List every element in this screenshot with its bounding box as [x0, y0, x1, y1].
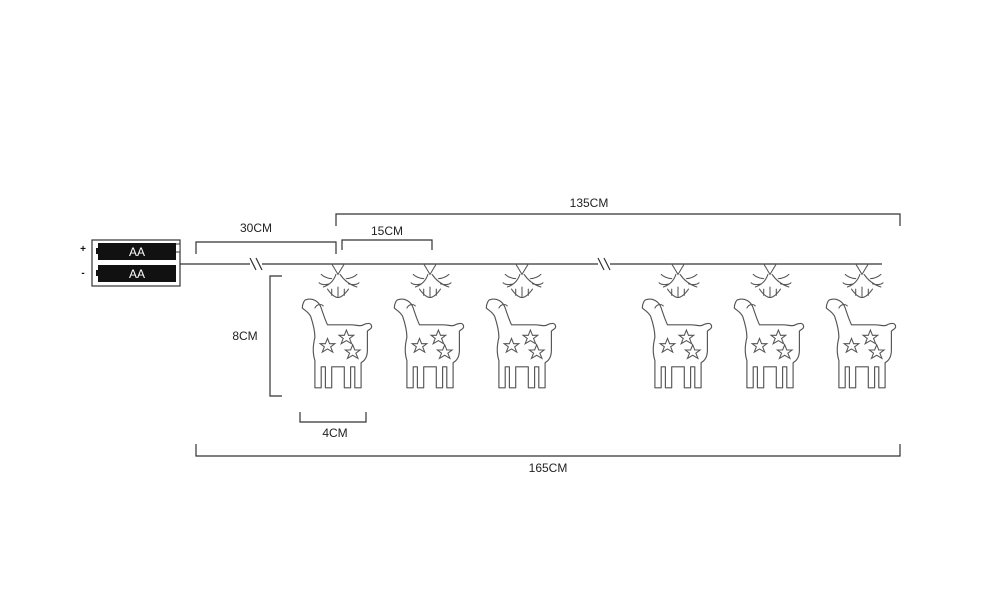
dimension-4cm: 4CM: [299, 412, 367, 440]
battery-cell-bottom-label: AA: [129, 267, 145, 281]
reindeer-ornament: [825, 263, 897, 389]
battery-cell-top: AA: [96, 243, 176, 260]
dimension-8cm-label: 8CM: [232, 329, 257, 343]
reindeer-ornament: [301, 263, 373, 389]
reindeer-ornament: [485, 263, 557, 389]
dimension-15cm-label: 15CM: [371, 224, 403, 238]
dimension-15cm: 15CM: [341, 224, 433, 250]
dimension-165cm: 165CM: [195, 444, 901, 475]
wire: [180, 257, 882, 271]
reindeer-ornament: [641, 263, 713, 389]
dimension-30cm-label: 30CM: [240, 221, 272, 235]
reindeer-ornament: [393, 263, 465, 389]
dimension-8cm: 8CM: [232, 275, 282, 397]
dimension-4cm-label: 4CM: [322, 426, 347, 440]
battery-cell-bottom: AA: [96, 265, 176, 282]
minus-sign: -: [81, 268, 84, 279]
dimension-30cm: 30CM: [195, 221, 337, 254]
reindeer-ornament: [733, 263, 805, 389]
plus-sign: +: [80, 244, 86, 255]
dimension-165cm-label: 165CM: [529, 461, 568, 475]
battery-box: AA AA + -: [80, 239, 181, 287]
battery-cell-top-label: AA: [129, 245, 145, 259]
dimension-135cm-label: 135CM: [570, 196, 609, 210]
reindeer-row: [301, 263, 897, 389]
dimension-135cm: 135CM: [335, 196, 901, 226]
